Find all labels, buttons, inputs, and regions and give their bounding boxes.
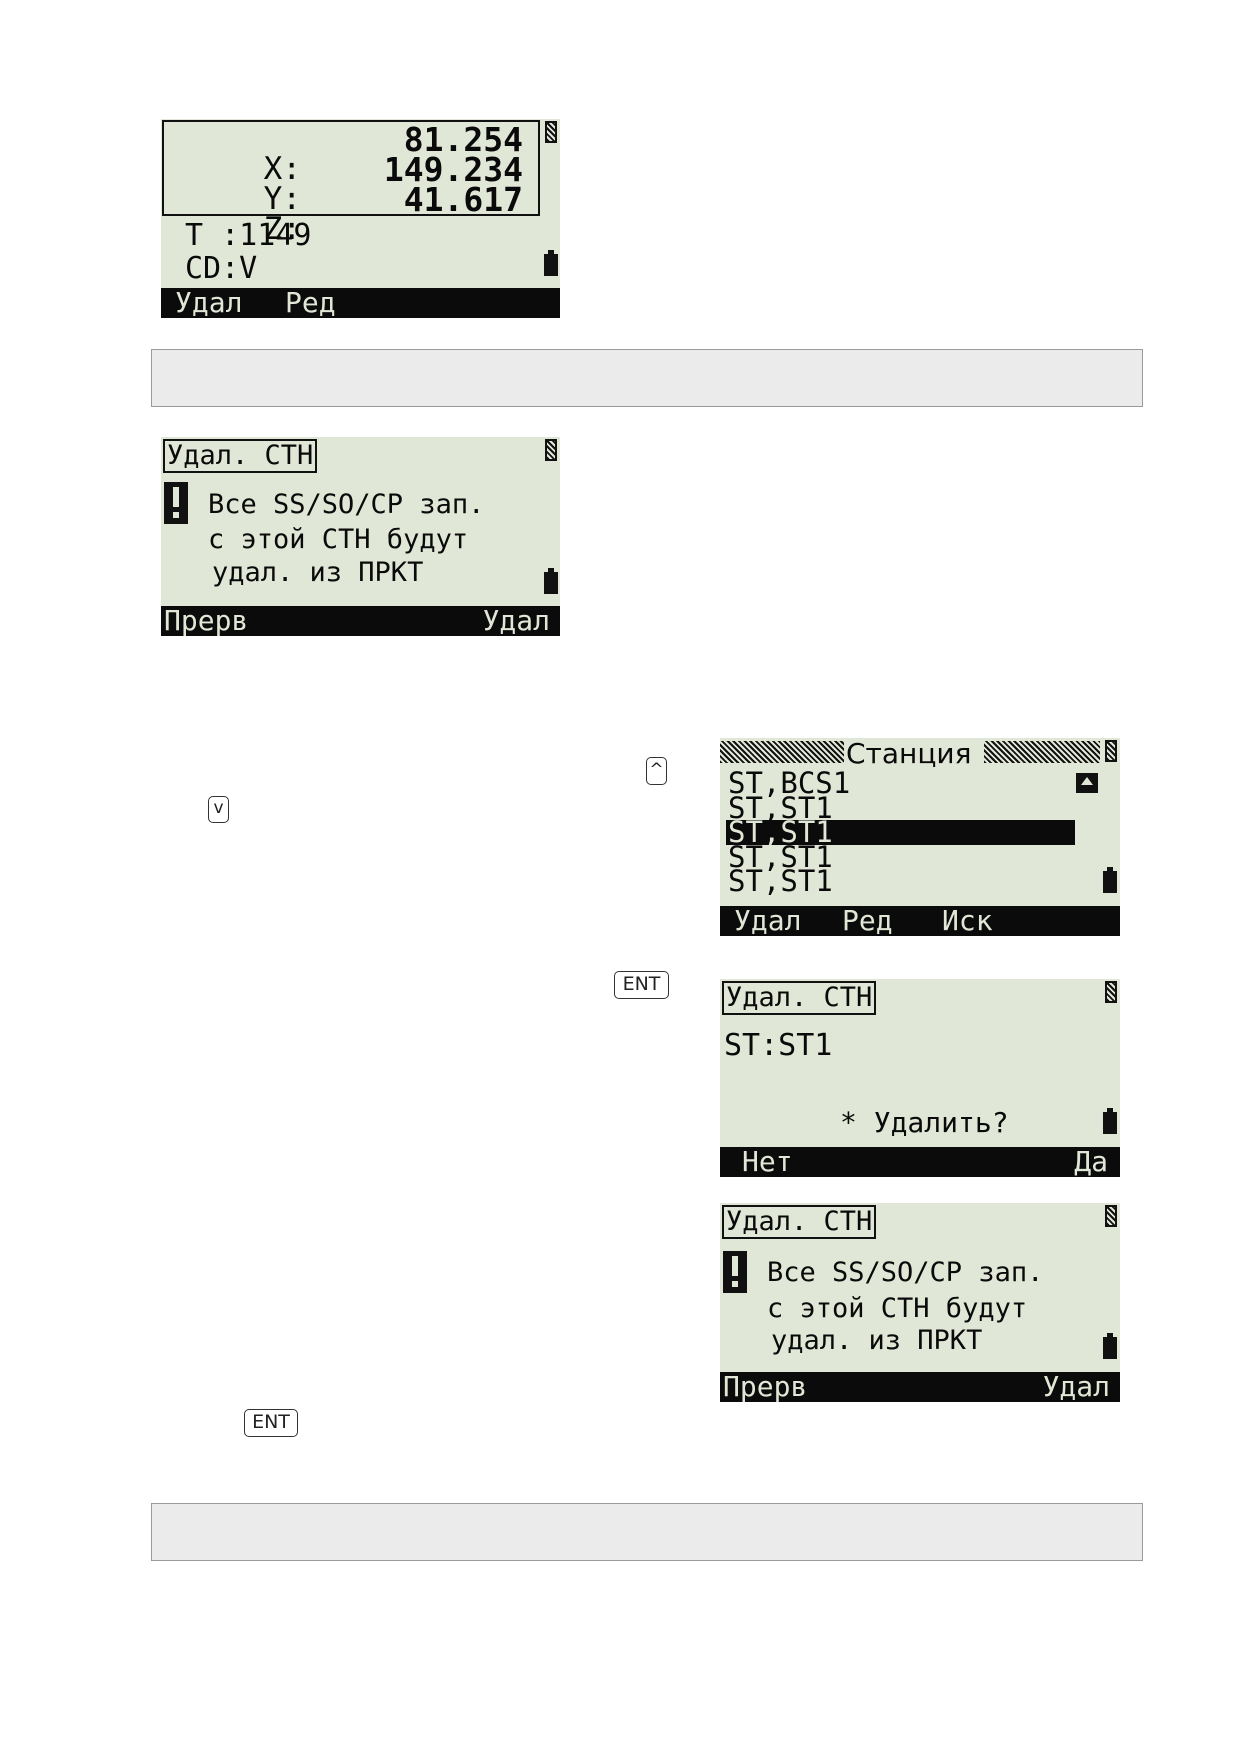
down-key-icon: v	[208, 796, 229, 823]
softkey-bar: Нет Да	[720, 1147, 1120, 1177]
x-label: X:	[263, 151, 301, 187]
softkey-bar: Прерв Удал	[720, 1372, 1120, 1402]
softkey-delete[interactable]: Удал	[734, 904, 802, 936]
list-item[interactable]: ST,ST1	[728, 791, 833, 825]
softkey-delete[interactable]: Удал	[1042, 1370, 1110, 1402]
station-line: ST:ST1	[724, 1028, 833, 1063]
enter-key-icon: ENT	[244, 1409, 298, 1437]
warning-line-3: удал. из ПРКТ	[212, 557, 424, 588]
z-label: Z:	[263, 211, 301, 247]
y-label: Y:	[263, 181, 301, 217]
warning-icon	[723, 1251, 747, 1293]
coordinate-screen: X: 81.254 Y: 149.234 Z: 41.617 T :1149 C…	[161, 119, 560, 318]
delete-prompt: * Удалить?	[840, 1106, 1009, 1139]
enter-key-icon: ENT	[614, 971, 669, 999]
title-hatch-left	[720, 741, 844, 763]
battery-icon	[544, 568, 558, 594]
warning-line-2: с этой СТН будут	[208, 524, 469, 555]
softkey-bar: Прерв Удал	[161, 606, 560, 636]
softkey-bar: Удал Ред	[161, 288, 560, 318]
softkey-delete[interactable]: Удал	[175, 286, 243, 318]
z-value: 41.617	[403, 180, 523, 219]
battery-icon	[1103, 1108, 1117, 1134]
screen-title: Удал. СТН	[722, 981, 877, 1015]
list-item[interactable]: ST,BCS1	[728, 766, 851, 800]
x-value: 81.254	[403, 120, 523, 159]
up-key-icon: ^	[646, 757, 667, 785]
note-box	[151, 1503, 1143, 1561]
list-item-selected[interactable]: ST,ST1	[728, 815, 833, 849]
warning-line-1: Все SS/SO/CP зап.	[767, 1257, 1044, 1288]
note-box	[151, 349, 1143, 407]
softkey-bar: Удал Ред Иск	[720, 906, 1120, 936]
selection-highlight	[726, 820, 1075, 845]
battery-icon	[1103, 867, 1117, 893]
softkey-no[interactable]: Нет	[742, 1145, 793, 1177]
scroll-indicator-icon	[545, 121, 557, 143]
delete-confirm-screen: Удал. СТН ST:ST1 * Удалить? Нет Да	[720, 979, 1120, 1177]
warning-line-2: с этой СТН будут	[767, 1293, 1028, 1324]
list-item[interactable]: ST,ST1	[728, 840, 833, 874]
softkey-edit[interactable]: Ред	[842, 904, 893, 936]
target-line: T :1149	[185, 218, 312, 253]
scroll-indicator-icon	[1105, 981, 1117, 1003]
warning-line-3: удал. из ПРКТ	[771, 1325, 983, 1356]
softkey-edit[interactable]: Ред	[285, 286, 336, 318]
title-hatch-right	[984, 741, 1100, 763]
scroll-up-icon	[1076, 773, 1098, 793]
code-line: CD:V	[185, 251, 258, 286]
screen-title: Станция	[846, 738, 972, 770]
softkey-yes[interactable]: Да	[1074, 1145, 1108, 1177]
softkey-delete[interactable]: Удал	[482, 604, 550, 636]
softkey-search[interactable]: Иск	[942, 904, 993, 936]
list-item[interactable]: ST,ST1	[728, 864, 833, 898]
battery-icon	[544, 250, 558, 276]
screen-title: Удал. СТН	[722, 1205, 877, 1239]
delete-station-warning-screen: Удал. СТН Все SS/SO/CP зап. с этой СТН б…	[720, 1203, 1120, 1402]
screen-title: Удал. СТН	[163, 439, 318, 473]
delete-station-warning-screen: Удал. СТН Все SS/SO/CP зап. с этой СТН б…	[161, 437, 560, 636]
station-list-screen: Станция ST,BCS1 ST,ST1 ST,ST1 ST,ST1 ST,…	[720, 738, 1120, 936]
coordinate-box	[162, 120, 540, 216]
y-value: 149.234	[383, 150, 523, 189]
warning-line-1: Все SS/SO/CP зап.	[208, 489, 485, 520]
battery-icon	[1103, 1333, 1117, 1359]
scroll-indicator-icon	[1105, 740, 1117, 762]
scroll-indicator-icon	[545, 439, 557, 461]
softkey-abort[interactable]: Прерв	[164, 604, 249, 636]
scroll-indicator-icon	[1105, 1205, 1117, 1227]
warning-icon	[164, 482, 188, 524]
softkey-abort[interactable]: Прерв	[723, 1370, 808, 1402]
